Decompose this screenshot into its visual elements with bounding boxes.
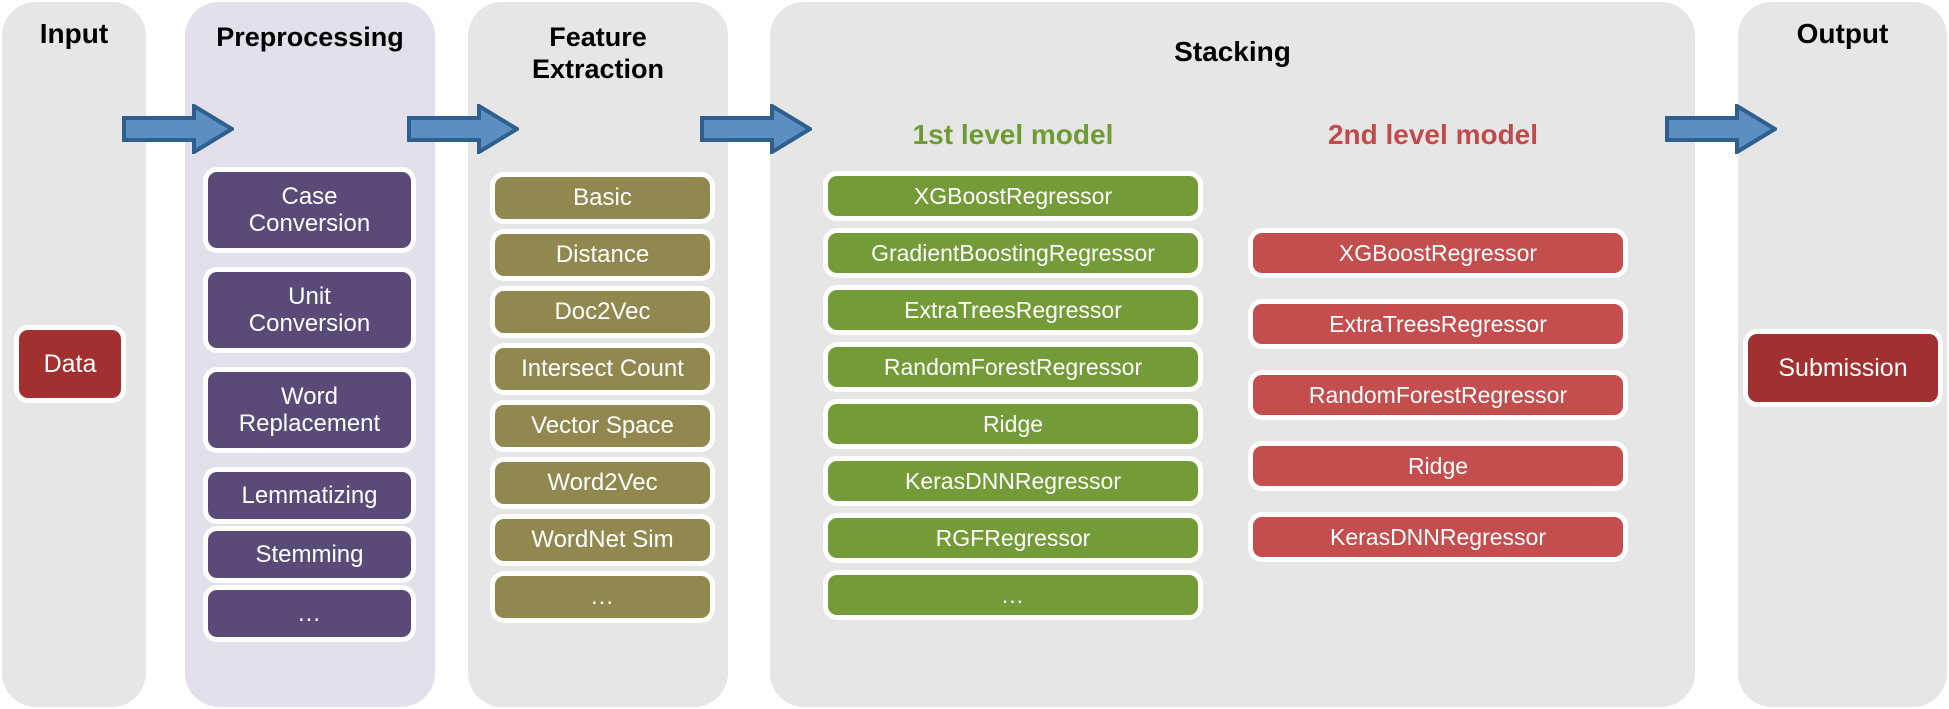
preprocessing-item-unit-conversion: Unit Conversion bbox=[208, 272, 411, 348]
stacking-level2-item-kerasdnnregressor: KerasDNNRegressor bbox=[1253, 517, 1623, 557]
panel-preprocessing: Preprocessing Case Conversion Unit Conve… bbox=[185, 2, 435, 707]
arrow-preprocessing-to-feature-extraction bbox=[407, 104, 519, 154]
panel-output-title: Output bbox=[1796, 18, 1889, 49]
feature-extraction-item-distance: Distance bbox=[495, 234, 710, 276]
stacking-level2-item-extratreesregressor: ExtraTreesRegressor bbox=[1253, 304, 1623, 344]
feature-extraction-item-wordnet-sim: WordNet Sim bbox=[495, 519, 710, 561]
stacking-level2-item-ridge: Ridge bbox=[1253, 446, 1623, 486]
stacking-level2-title: 2nd level model bbox=[1327, 119, 1539, 150]
stacking-level2-item-randomforestregressor: RandomForestRegressor bbox=[1253, 375, 1623, 415]
feature-extraction-item-doc2vec: Doc2Vec bbox=[495, 291, 710, 333]
output-item-submission: Submission bbox=[1748, 334, 1938, 402]
panel-feature-extraction: Feature Extraction Basic Distance Doc2Ve… bbox=[468, 2, 728, 707]
feature-extraction-item-basic: Basic bbox=[495, 177, 710, 219]
preprocessing-item-lemmatizing: Lemmatizing bbox=[208, 472, 411, 519]
arrow-feature-extraction-to-stacking bbox=[700, 104, 812, 154]
arrow-input-to-preprocessing bbox=[122, 104, 234, 154]
preprocessing-item-stemming: Stemming bbox=[208, 531, 411, 578]
panel-output: Output Submission bbox=[1738, 2, 1947, 707]
feature-extraction-item-intersect-count: Intersect Count bbox=[495, 348, 710, 390]
stacking-level1-item-rgfregressor: RGFRegressor bbox=[828, 518, 1198, 558]
preprocessing-item-word-replacement: Word Replacement bbox=[208, 372, 411, 448]
feature-extraction-item-word2vec: Word2Vec bbox=[495, 462, 710, 504]
panel-stacking-title: Stacking bbox=[1174, 36, 1291, 67]
preprocessing-item-case-conversion: Case Conversion bbox=[208, 172, 411, 248]
panel-preprocessing-title: Preprocessing bbox=[216, 22, 404, 52]
panel-feature-extraction-title: Feature Extraction bbox=[531, 22, 665, 84]
stacking-level1-item-gradientboostingregressor: GradientBoostingRegressor bbox=[828, 233, 1198, 273]
feature-extraction-item-ellipsis: ... bbox=[495, 576, 710, 618]
feature-extraction-item-vector-space: Vector Space bbox=[495, 405, 710, 447]
stacking-level1-item-extratreesregressor: ExtraTreesRegressor bbox=[828, 290, 1198, 330]
panel-input-title: Input bbox=[39, 18, 109, 49]
stacking-level1-item-ridge: Ridge bbox=[828, 404, 1198, 444]
arrow-stacking-to-output bbox=[1665, 104, 1777, 154]
stacking-level2-item-xgboostregressor: XGBoostRegressor bbox=[1253, 233, 1623, 273]
preprocessing-item-ellipsis: ... bbox=[208, 590, 411, 637]
stacking-level1-item-xgboostregressor: XGBoostRegressor bbox=[828, 176, 1198, 216]
stacking-level1-title: 1st level model bbox=[912, 119, 1114, 150]
input-item-data: Data bbox=[19, 330, 121, 398]
stacking-level1-item-kerasdnnregressor: KerasDNNRegressor bbox=[828, 461, 1198, 501]
stacking-level1-item-randomforestregressor: RandomForestRegressor bbox=[828, 347, 1198, 387]
stacking-level1-item-ellipsis: ... bbox=[828, 575, 1198, 615]
panel-stacking: Stacking 1st level model XGBoostRegresso… bbox=[770, 2, 1695, 707]
